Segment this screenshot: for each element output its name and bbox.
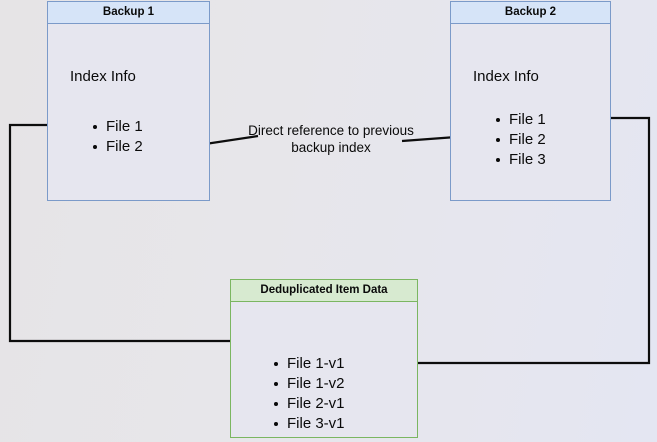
node-backup-2-file-list: File 1 File 2 File 3 <box>495 110 546 170</box>
node-backup-2-header: Backup 2 <box>451 2 610 24</box>
node-deduplicated-item-data[interactable]: Deduplicated Item Data File 1-v1 File 1-… <box>230 279 418 438</box>
node-backup-1[interactable]: Backup 1 Index Info File 1 File 2 <box>47 1 210 201</box>
list-item: File 3 <box>495 150 546 170</box>
node-backup-1-header: Backup 1 <box>48 2 209 24</box>
node-backup-1-body: Index Info File 1 File 2 <box>48 24 209 200</box>
node-backup-2-subtitle: Index Info <box>473 68 539 85</box>
connector-label-direct-reference: Direct reference to previous backup inde… <box>248 123 414 155</box>
list-item: File 2 <box>92 137 143 157</box>
node-deduplicated-item-data-body: File 1-v1 File 1-v2 File 2-v1 File 3-v1 <box>231 302 417 437</box>
node-deduplicated-item-data-header: Deduplicated Item Data <box>231 280 417 302</box>
list-item: File 3-v1 <box>273 414 345 434</box>
node-backup-1-subtitle: Index Info <box>70 68 136 85</box>
node-backup-2[interactable]: Backup 2 Index Info File 1 File 2 File 3 <box>450 1 611 201</box>
node-deduplicated-file-list: File 1-v1 File 1-v2 File 2-v1 File 3-v1 <box>273 354 345 434</box>
list-item: File 1 <box>92 117 143 137</box>
list-item: File 2-v1 <box>273 394 345 414</box>
list-item: File 2 <box>495 130 546 150</box>
node-backup-1-file-list: File 1 File 2 <box>92 117 143 157</box>
list-item: File 1-v1 <box>273 354 345 374</box>
list-item: File 1-v2 <box>273 374 345 394</box>
node-backup-2-body: Index Info File 1 File 2 File 3 <box>451 24 610 200</box>
list-item: File 1 <box>495 110 546 130</box>
